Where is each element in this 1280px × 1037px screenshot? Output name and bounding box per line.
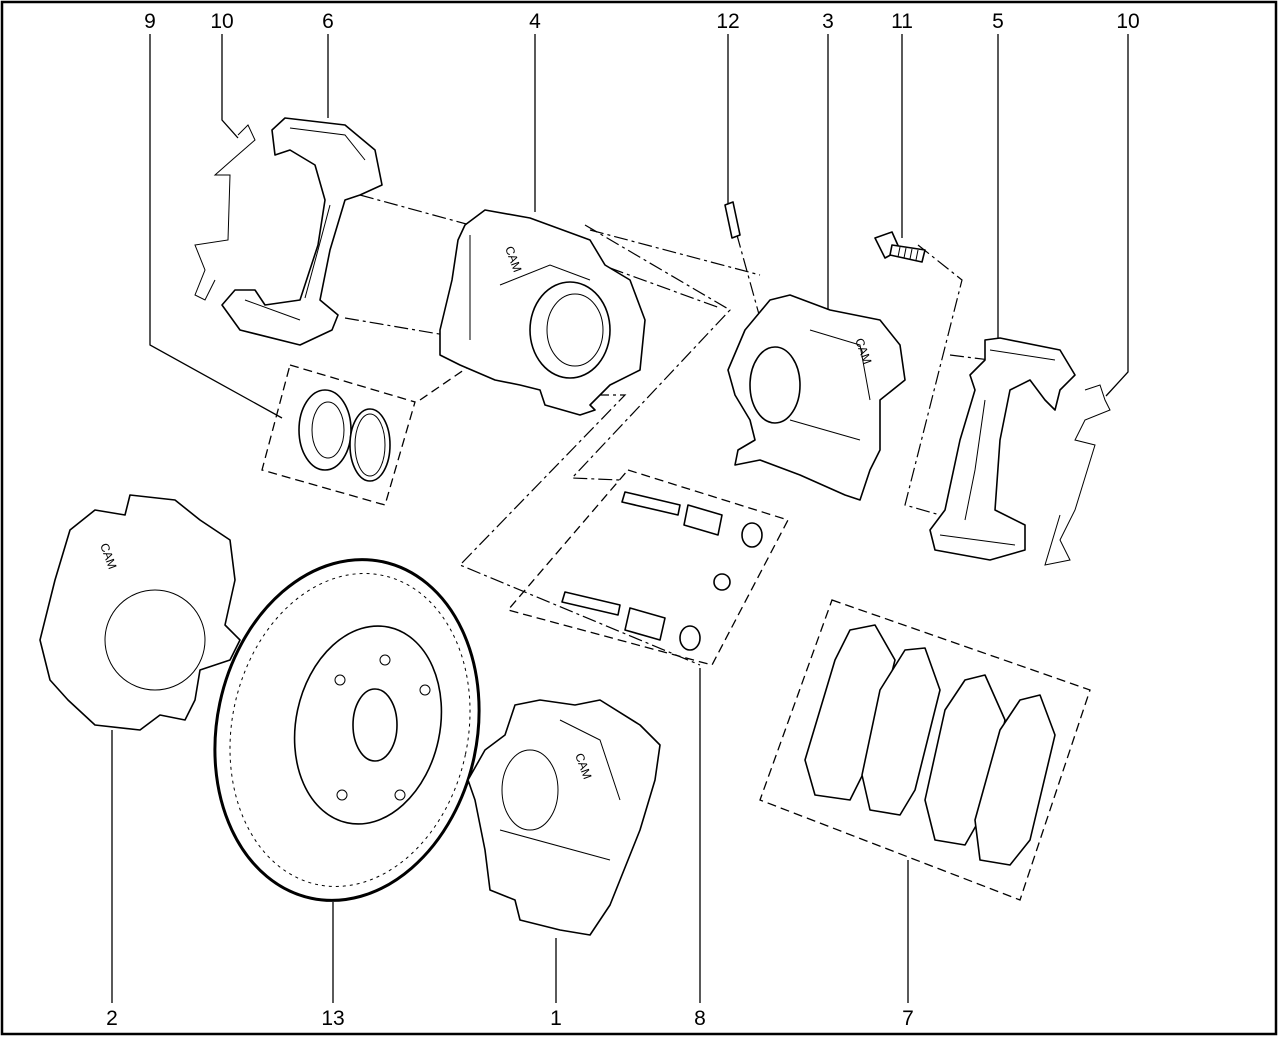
bleed-screw: [724, 201, 741, 239]
brake-pad-set-box: [759, 599, 1091, 901]
leader-lines: [111, 34, 1129, 1003]
callout-3: 3: [822, 10, 834, 33]
callouts-top: 9 10 6 4 12 3 11 5 10: [144, 10, 1140, 33]
callout-5: 5: [992, 10, 1004, 33]
anti-rattle-spring-left: [194, 124, 256, 301]
callout-7: 7: [902, 1007, 914, 1030]
piston-seal-kit: [261, 364, 416, 506]
anti-rattle-spring-right: [1044, 384, 1111, 566]
guide-pin-kit: [506, 469, 789, 666]
caliper-piston-bore: [529, 281, 611, 379]
callout-8: 8: [694, 1007, 706, 1030]
caliper-body-right: [727, 294, 906, 501]
callout-10-right: 10: [1116, 10, 1139, 33]
caliper-bracket-right: [929, 337, 1076, 561]
caliper-bracket-left: [221, 117, 383, 346]
callout-6: 6: [322, 10, 334, 33]
callout-4: 4: [529, 10, 541, 33]
callouts-bottom: 2 13 1 8 7: [106, 1007, 914, 1030]
guide-pin-kit-box: [506, 469, 789, 666]
callout-11: 11: [891, 10, 913, 33]
seal-kit-box: [261, 364, 416, 506]
brake-pad-set: [759, 599, 1091, 901]
callout-9: 9: [144, 10, 156, 33]
brake-disc: [213, 558, 481, 902]
callout-13: 13: [321, 1007, 344, 1030]
disc-center-hole: [352, 688, 398, 762]
caliper-piston-bore-right: [749, 346, 801, 424]
callout-12: 12: [716, 10, 739, 33]
callout-1: 1: [550, 1007, 562, 1030]
caliper-assembly-right: [467, 699, 661, 936]
callout-10-left: 10: [210, 10, 233, 33]
callout-2: 2: [106, 1007, 118, 1030]
bracket-bolt: [874, 231, 926, 263]
caliper-assembly-left: [39, 494, 241, 731]
